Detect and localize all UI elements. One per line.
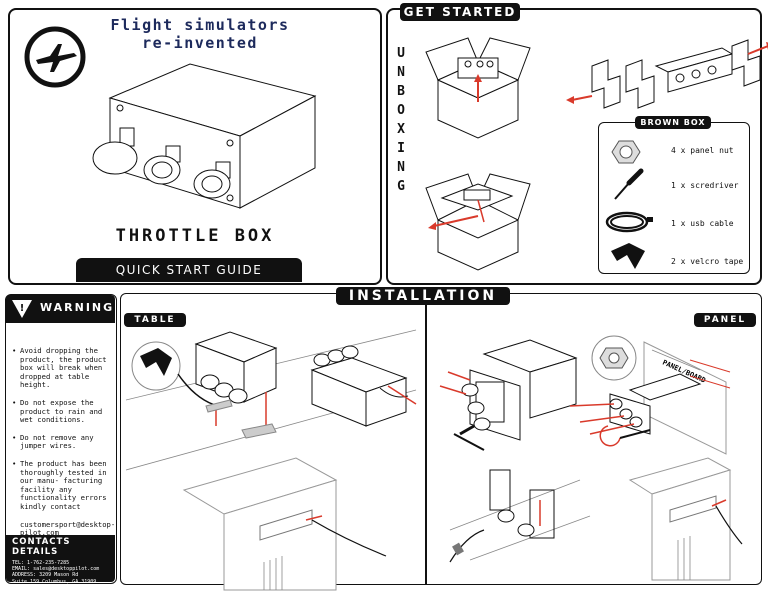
warning-header-bar: ! WARNING [6,295,115,323]
hero-title-line1: Flight simulators [110,16,290,34]
panel-install-illustration: PANEL/BOARD [439,335,743,581]
brown-box-item-label: 1 x usb cable [671,219,734,228]
warning-bullet: •Do not expose the product to rain and w… [12,397,103,425]
panel-label: PANEL [694,313,756,327]
brown-box-item-label: 2 x velcro tape [671,257,744,266]
usb-cable-icon [605,211,653,233]
warning-bullet: •Do not remove any jumper wires. [12,432,94,451]
airplane-logo-icon [24,26,86,88]
get-started-panel: GET STARTED U N B O X I N G [386,3,768,285]
support-email[interactable]: customersport@desktop- pilot.com [20,519,116,538]
warning-bullet: •The product has been thoroughly tested … [12,458,107,511]
svg-text:!: ! [20,303,25,314]
contacts-header: CONTACTS DETAILS [12,537,71,557]
get-started-header: GET STARTED [400,3,520,21]
installation-header: INSTALLATION [336,287,510,305]
hero-title-line2: re-invented [142,34,258,52]
hero-panel: Flight simulators re-invented THROTTLE B… [8,8,382,285]
contact-address-line1: ADDRESS: 3209 Mason Rd [12,572,79,579]
brown-box-item-label: 1 x scredriver [671,181,739,190]
screwdriver-icon [614,168,644,200]
unboxing-step1-illustration [425,37,531,139]
hero-title: Flight simulators re-invented [100,16,300,52]
table-label: TABLE [124,313,186,327]
throttle-box-illustration [92,63,317,209]
panel-nut-icon [611,140,641,164]
unboxing-vertical-label: U N B O X I N G [397,46,405,194]
warning-panel: ! WARNING •Avoid dropping the product, t… [5,294,117,585]
brown-box-header: BROWN BOX [635,116,711,129]
installation-divider [425,302,427,584]
brown-box-panel: BROWN BOX 4 x panel nut 1 x scredriver 1… [598,116,750,274]
unboxing-step2-illustration [425,173,531,271]
table-install-illustration [125,329,417,591]
brown-box-item-label: 4 x panel nut [671,146,734,155]
velcro-tape-icon [611,243,645,269]
warning-header: WARNING [40,301,115,314]
unboxing-step3-illustration [566,39,768,109]
warning-triangle-icon: ! [12,300,32,318]
contacts-block: CONTACTS DETAILS TEL: 1-762-235-7285 EMA… [6,535,115,585]
warning-bullets: •Avoid dropping the product, the product… [12,346,116,538]
warning-bullet: •Avoid dropping the product, the product… [12,346,107,390]
product-name: THROTTLE BOX [115,226,275,246]
contact-address-line2: Suite 159 Columbus, GA 31909 [12,578,97,585]
contact-phone[interactable]: TEL: 1-762-235-7285 [12,560,70,566]
quick-start-guide-label: QUICK START GUIDE [76,258,302,282]
contact-email[interactable]: EMAIL: sales@desktoppilot.com [12,566,100,573]
